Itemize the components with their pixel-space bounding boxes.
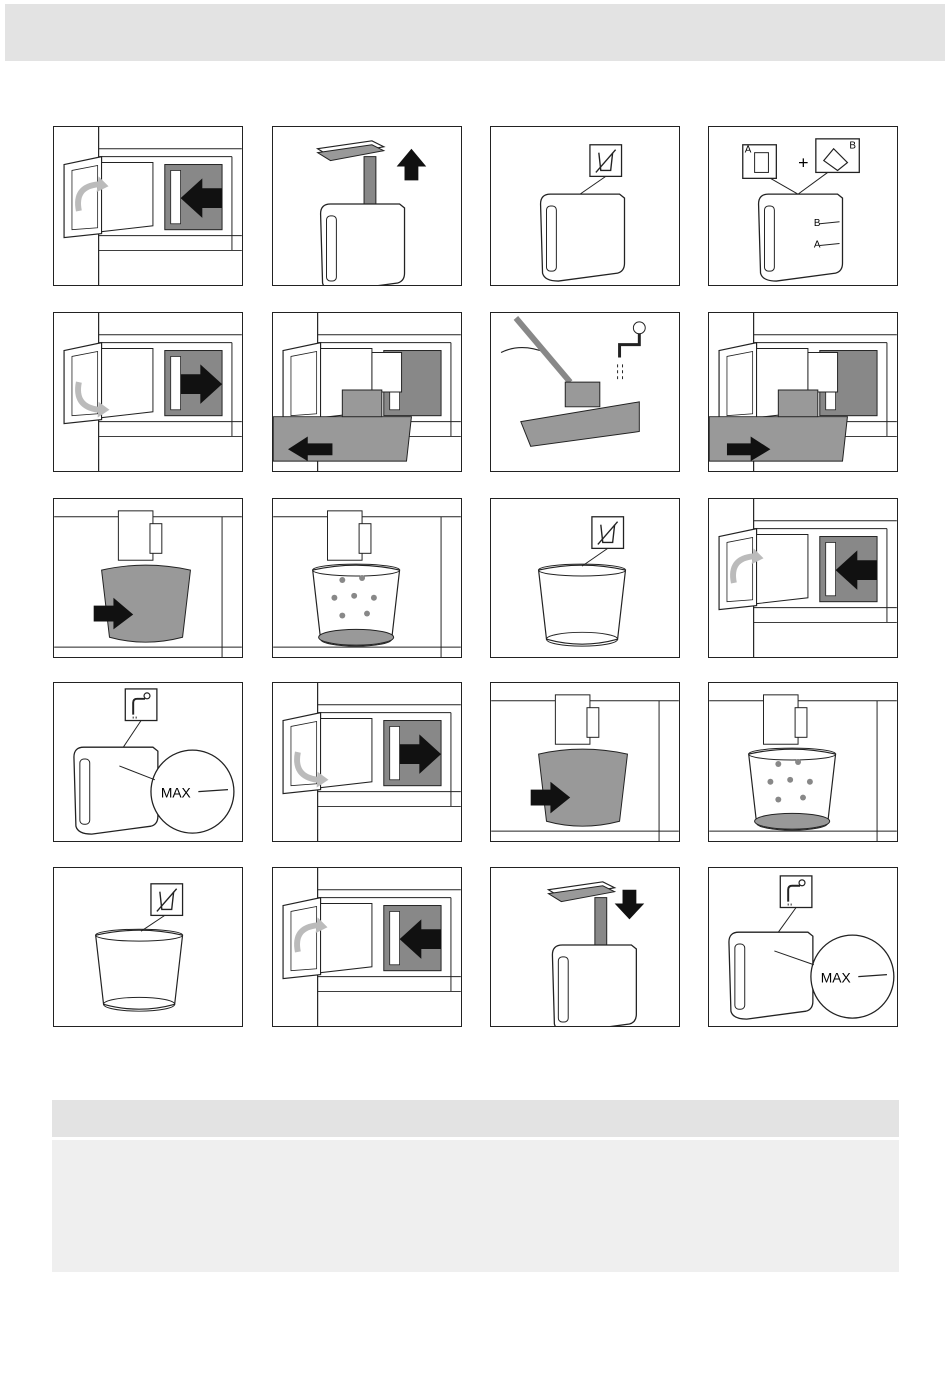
water-tap-icon bbox=[125, 689, 157, 721]
step-15-panel bbox=[490, 682, 680, 842]
step-1-panel bbox=[53, 126, 243, 286]
note-body-band bbox=[52, 1140, 899, 1272]
step-11-panel bbox=[490, 498, 680, 658]
max-label: MAX bbox=[161, 785, 191, 801]
no-water-icon bbox=[592, 517, 624, 549]
arrow-up-icon bbox=[397, 149, 427, 181]
step-3-illustration bbox=[491, 127, 679, 285]
step-6-illustration bbox=[273, 313, 461, 471]
step-17-panel bbox=[53, 867, 243, 1027]
step-9-illustration bbox=[54, 499, 242, 657]
max-label: MAX bbox=[821, 970, 851, 986]
step-3-panel bbox=[490, 126, 680, 286]
step-5-illustration bbox=[54, 313, 242, 471]
level-label-b: B bbox=[814, 218, 821, 229]
tank-label-a: A bbox=[745, 145, 752, 156]
step-2-panel bbox=[272, 126, 462, 286]
no-water-icon bbox=[151, 884, 183, 916]
step-7-illustration bbox=[491, 313, 679, 471]
step-18-illustration bbox=[273, 868, 461, 1026]
step-19-panel bbox=[490, 867, 680, 1027]
level-label-a: A bbox=[814, 239, 821, 250]
illustration-grid: A + B B A bbox=[0, 0, 950, 1040]
step-9-panel bbox=[53, 498, 243, 658]
water-tap-icon bbox=[780, 876, 812, 908]
step-2-illustration bbox=[273, 127, 461, 285]
step-7-panel bbox=[490, 312, 680, 472]
step-10-illustration bbox=[273, 499, 461, 657]
plus-sign: + bbox=[798, 152, 808, 172]
step-14-illustration bbox=[273, 683, 461, 841]
step-5-panel bbox=[53, 312, 243, 472]
step-10-panel bbox=[272, 498, 462, 658]
arrow-down-icon bbox=[615, 890, 645, 920]
step-8-panel bbox=[708, 312, 898, 472]
step-20-panel: MAX bbox=[708, 867, 898, 1027]
step-18-panel bbox=[272, 867, 462, 1027]
step-4-illustration: A + B B A bbox=[709, 127, 897, 285]
step-8-illustration bbox=[709, 313, 897, 471]
step-4-panel: A + B B A bbox=[708, 126, 898, 286]
step-6-panel bbox=[272, 312, 462, 472]
note-heading-band bbox=[52, 1100, 899, 1137]
step-20-illustration: MAX bbox=[709, 868, 897, 1026]
no-water-icon bbox=[590, 145, 622, 177]
step-1-illustration bbox=[54, 127, 242, 285]
water-tap-icon bbox=[620, 322, 646, 358]
step-13-panel: MAX bbox=[53, 682, 243, 842]
step-16-panel bbox=[708, 682, 898, 842]
step-12-illustration bbox=[709, 499, 897, 657]
step-15-illustration bbox=[491, 683, 679, 841]
step-17-illustration bbox=[54, 868, 242, 1026]
step-13-illustration: MAX bbox=[54, 683, 242, 841]
step-14-panel bbox=[272, 682, 462, 842]
step-19-illustration bbox=[491, 868, 679, 1026]
tank-label-b: B bbox=[849, 141, 856, 152]
step-11-illustration bbox=[491, 499, 679, 657]
step-12-panel bbox=[708, 498, 898, 658]
step-16-illustration bbox=[709, 683, 897, 841]
